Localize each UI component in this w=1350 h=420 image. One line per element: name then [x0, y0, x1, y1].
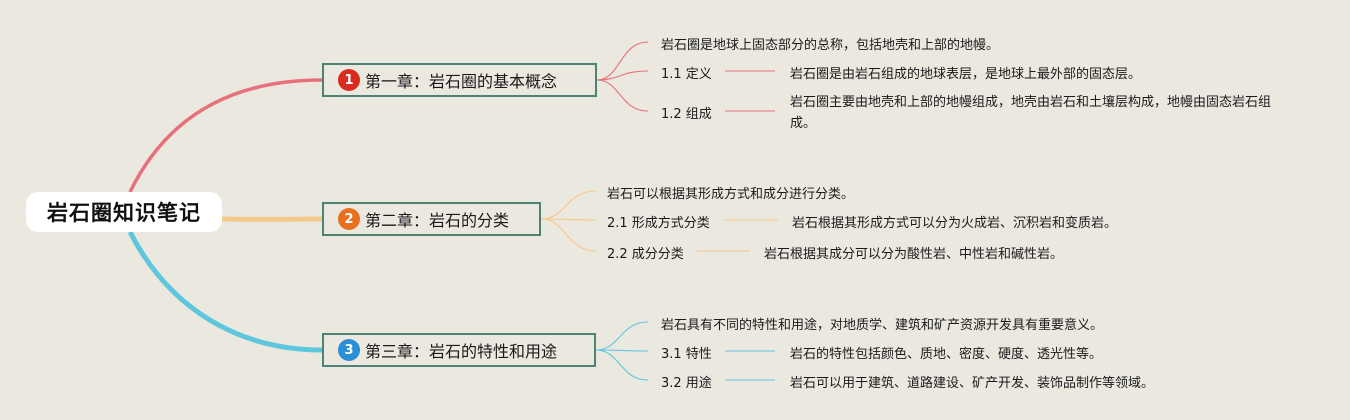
chapter-3-sub-2-text[interactable]: 岩石可以用于建筑、道路建设、矿产开发、装饰品制作等领域。	[790, 376, 1155, 391]
number-1-badge-icon: 1	[338, 69, 360, 91]
root-node[interactable]: 岩石圈知识笔记	[26, 192, 222, 232]
chapter-2-sub-1-label[interactable]: 2.1 形成方式分类	[607, 216, 710, 231]
chapter-3-node[interactable]: 3 第三章：岩石的特性和用途	[322, 333, 596, 367]
chapter-1-node[interactable]: 1 第一章：岩石圈的基本概念	[322, 63, 597, 97]
chapter-2-sub-2-label[interactable]: 2.2 成分分类	[607, 247, 684, 262]
chapter-3-summary[interactable]: 岩石具有不同的特性和用途，对地质学、建筑和矿产资源开发具有重要意义。	[661, 318, 1104, 333]
chapter-3-title: 第三章：岩石的特性和用途	[365, 342, 558, 361]
chapter-1-sub-1-text[interactable]: 岩石圈是由岩石组成的地球表层，是地球上最外部的固态层。	[790, 67, 1142, 82]
ch1-line-sub2	[596, 79, 649, 112]
branch-line-3	[127, 230, 323, 353]
chapter-3-sub-1-text[interactable]: 岩石的特性包括颜色、质地、密度、硬度、透光性等。	[790, 347, 1103, 362]
ch1-line-sub1	[596, 70, 649, 81]
chapter-3-sub-2-label[interactable]: 3.2 用途	[661, 376, 712, 391]
chapter-1-summary[interactable]: 岩石圈是地球上固态部分的总称，包括地壳和上部的地幔。	[661, 38, 1000, 53]
chapter-1-title: 第一章：岩石圈的基本概念	[365, 72, 558, 91]
chapter-2-title: 第二章：岩石的分类	[365, 211, 510, 230]
ch2-line-summary	[540, 190, 597, 220]
chapter-2-sub-2-text[interactable]: 岩石根据其成分可以分为酸性岩、中性岩和碱性岩。	[764, 247, 1064, 262]
ch3-line-summary	[595, 321, 649, 351]
ch1-line-summary	[596, 41, 649, 81]
chapter-1-sub-2-label[interactable]: 1.2 组成	[661, 107, 712, 122]
chapter-1-sub-1-label[interactable]: 1.1 定义	[661, 67, 712, 82]
number-3-badge-icon: 3	[338, 339, 360, 361]
chapter-2-sub-1-text[interactable]: 岩石根据其形成方式可以分为火成岩、沉积岩和变质岩。	[792, 216, 1118, 231]
ch2-line-sub1	[540, 218, 597, 221]
ch2-line-sub2	[540, 218, 597, 252]
chapter-2-node[interactable]: 2 第二章：岩石的分类	[322, 202, 541, 236]
chapter-3-sub-1-label[interactable]: 3.1 特性	[661, 347, 712, 362]
ch3-line-sub2	[595, 349, 649, 381]
chapter-1-sub-2-text[interactable]: 岩石圈主要由地壳和上部的地幔组成，地壳由岩石和土壤层构成，地幔由固态岩石组成。	[790, 95, 1272, 131]
branch-line-1	[128, 78, 323, 193]
chapter-2-summary[interactable]: 岩石可以根据其形成方式和成分进行分类。	[607, 187, 855, 202]
number-2-badge-icon: 2	[338, 208, 360, 230]
